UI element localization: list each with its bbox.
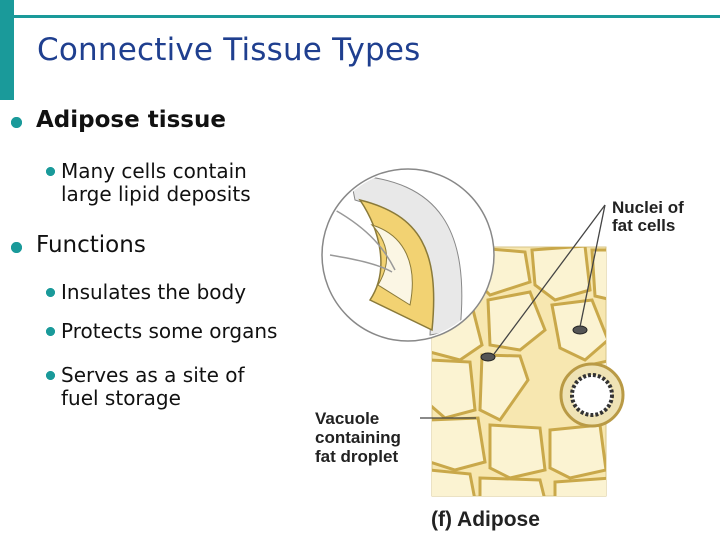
bullet-dot	[11, 242, 22, 253]
title-accent-bar	[0, 0, 14, 100]
bullet-insulates: Insulates the body	[61, 280, 247, 304]
nuclei-label-line: Nuclei of	[612, 198, 684, 217]
nuclei-label-line: fat cells	[612, 216, 675, 235]
slide-title: Connective Tissue Types	[37, 32, 421, 68]
bullet-dot	[46, 167, 55, 176]
bullet-line: large lipid deposits	[61, 182, 251, 206]
nuclei-label: Nuclei of fat cells	[612, 198, 689, 235]
bullet-protects: Protects some organs	[61, 319, 278, 343]
bullet-fuel-storage: Serves as a site of fuel storage	[61, 364, 245, 410]
bullet-dot	[46, 371, 55, 380]
bullet-line: fuel storage	[61, 386, 181, 410]
vacuole-label-line: containing	[315, 428, 401, 447]
vacuole-label-line: Vacuole	[315, 409, 379, 428]
bullet-dot	[46, 288, 55, 297]
bullet-functions: Functions	[36, 232, 146, 258]
vacuole-label-line: fat droplet	[315, 447, 398, 466]
title-accent-line	[14, 15, 720, 18]
bullet-adipose-tissue: Adipose tissue	[36, 107, 226, 133]
vacuole-label: Vacuole containing fat droplet	[315, 409, 406, 466]
bullet-lipid-deposits: Many cells contain large lipid deposits	[61, 160, 251, 206]
bullet-line: Many cells contain	[61, 159, 247, 183]
bullet-line: Serves as a site of	[61, 363, 245, 387]
bullet-dot	[11, 117, 22, 128]
figure-caption: (f) Adipose	[431, 508, 540, 531]
tissue-location-inset	[321, 168, 495, 342]
leader-lines	[420, 204, 606, 419]
bullet-dot	[46, 327, 55, 336]
